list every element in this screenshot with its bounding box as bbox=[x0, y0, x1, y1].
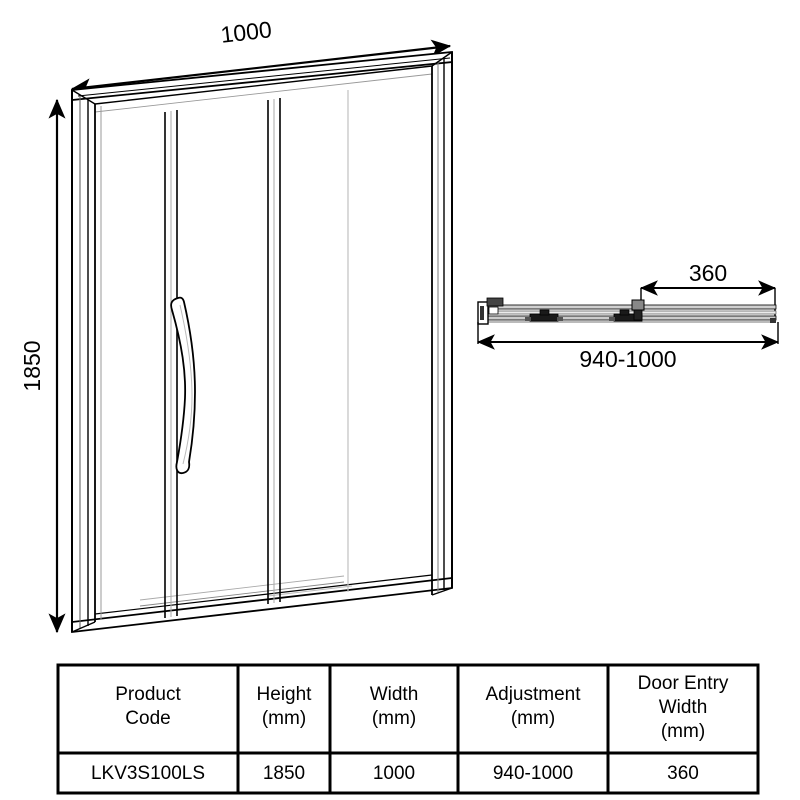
cell-product-code: LKV3S100LS bbox=[91, 763, 205, 784]
left-jamb-core bbox=[480, 306, 484, 320]
header-height-line2: (mm) bbox=[262, 708, 306, 729]
right-post-bottom-cap bbox=[431, 587, 453, 596]
header-height-line1: Height bbox=[257, 684, 313, 705]
header-adjustment-line2: (mm) bbox=[511, 708, 555, 729]
handle-body[interactable] bbox=[170, 296, 196, 475]
door-entry-dimension-label: 360 bbox=[689, 260, 727, 286]
glass-fill bbox=[95, 66, 432, 622]
table-outer-border bbox=[56, 663, 760, 795]
bottom-track-line-b bbox=[139, 575, 345, 601]
header-product-code-line1: Product bbox=[115, 684, 181, 705]
door-handle[interactable] bbox=[170, 296, 196, 475]
roller-bracket-1 bbox=[525, 309, 563, 322]
header-adjustment-line1: Adjustment bbox=[485, 684, 581, 705]
right-end-tick bbox=[770, 318, 776, 323]
bottom-rail-inner-edge bbox=[94, 574, 433, 615]
cell-height: 1850 bbox=[263, 763, 305, 784]
left-bracket-plate bbox=[488, 306, 499, 315]
left-profile-top-cap bbox=[71, 89, 96, 105]
roller-2-tab-left bbox=[609, 317, 615, 321]
track-upper-rail bbox=[480, 304, 777, 310]
right-post-top-cap bbox=[431, 51, 453, 67]
roller-1-tab-right bbox=[557, 317, 563, 321]
overall-dimension-940-1000: 940-1000 bbox=[476, 322, 780, 372]
header-width-line2: (mm) bbox=[372, 708, 416, 729]
cell-adjustment: 940-1000 bbox=[493, 763, 573, 784]
plan-view: 360 bbox=[476, 260, 780, 372]
bottom-track-line-c bbox=[267, 585, 353, 597]
sliding-panel-stile bbox=[164, 110, 178, 618]
track-end-bracket bbox=[631, 299, 645, 321]
width-dimension-1000: 1000 bbox=[70, 16, 452, 96]
width-dimension-line bbox=[70, 39, 452, 96]
header-width-line1: Width bbox=[370, 684, 419, 705]
top-rail-inner-shadow bbox=[94, 73, 433, 113]
handle-highlight bbox=[179, 304, 193, 465]
specification-table: Product Code Height (mm) Width (mm) Adju… bbox=[56, 663, 760, 795]
table-header-row: Product Code Height (mm) Width (mm) Adju… bbox=[115, 673, 729, 742]
front-elevation: 1000 1850 bbox=[19, 16, 453, 634]
left-wall-profile bbox=[71, 89, 102, 633]
bottom-track-line-a bbox=[139, 581, 345, 607]
roller-2-neck bbox=[619, 309, 630, 316]
top-rail-edge bbox=[77, 57, 451, 97]
roller-1-neck bbox=[539, 309, 550, 316]
cell-door-entry-width: 360 bbox=[667, 763, 699, 784]
header-door-entry-line3: (mm) bbox=[661, 721, 705, 742]
fixed-panel-stile bbox=[267, 98, 281, 604]
height-dimension-label: 1850 bbox=[19, 340, 45, 391]
width-dimension-label: 1000 bbox=[219, 16, 273, 48]
left-upper-bracket bbox=[486, 297, 504, 307]
overall-dimension-label: 940-1000 bbox=[579, 346, 676, 372]
cell-width: 1000 bbox=[373, 763, 415, 784]
header-door-entry-line2: Width bbox=[659, 697, 708, 718]
left-jamb-block bbox=[477, 297, 504, 325]
top-rail-inner-edge bbox=[94, 65, 433, 105]
end-bracket-upper bbox=[631, 299, 645, 311]
right-vertical-post bbox=[431, 51, 453, 596]
roller-1-tab-left bbox=[525, 317, 531, 321]
end-bracket-lower bbox=[633, 309, 643, 321]
header-product-code-line2: Code bbox=[125, 708, 170, 729]
table-row: LKV3S100LS 1850 1000 940-1000 360 bbox=[91, 763, 699, 784]
height-dimension-1850: 1850 bbox=[19, 98, 66, 634]
header-door-entry-line1: Door Entry bbox=[638, 673, 729, 694]
left-profile-bottom-cap bbox=[71, 621, 96, 633]
door-entry-dimension-360: 360 bbox=[639, 260, 777, 320]
